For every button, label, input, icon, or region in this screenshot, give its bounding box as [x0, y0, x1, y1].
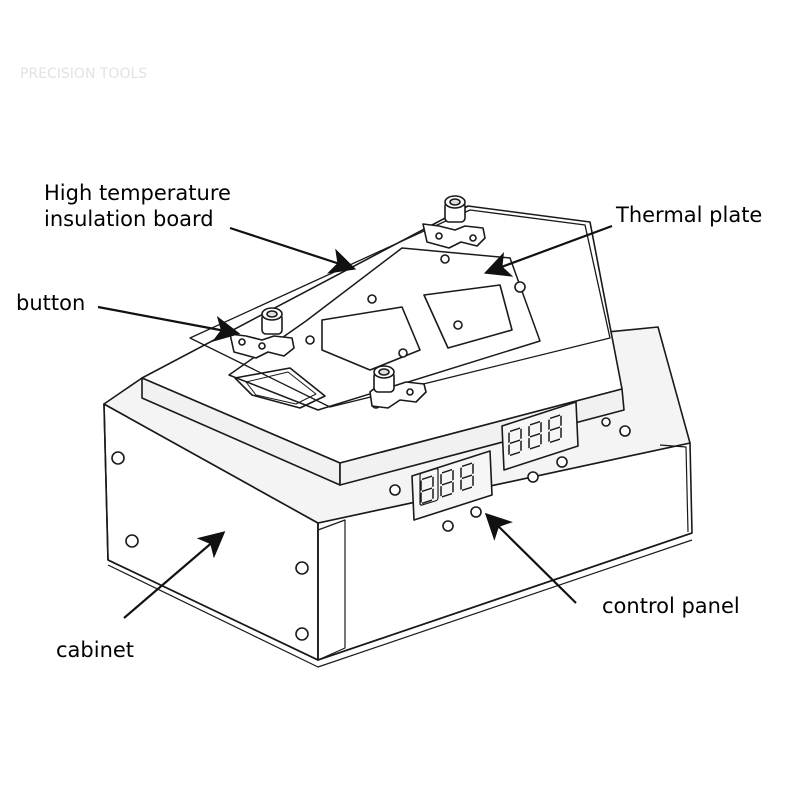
panel-button [527, 471, 539, 483]
control-panel [411, 401, 579, 532]
arrow-control-panel [484, 512, 577, 604]
label-insulation-board-line2: insulation board [44, 207, 214, 231]
clamp-button-top [422, 195, 486, 249]
arrow-cabinet [123, 531, 226, 619]
label-thermal-plate: Thermal plate [616, 203, 763, 227]
label-button: button [16, 291, 86, 315]
panel-button [556, 456, 568, 468]
panel-button [442, 520, 454, 532]
screw [111, 451, 125, 465]
label-control-panel: control panel [602, 594, 740, 618]
screw [295, 627, 309, 641]
thermal-pad [423, 284, 513, 349]
screw [619, 425, 631, 437]
screw [125, 534, 139, 548]
display-digits [420, 414, 562, 505]
thermal-pad [321, 306, 421, 371]
thermal-pad [234, 367, 326, 409]
cabinet-screws [111, 387, 631, 641]
panel-button [470, 506, 482, 518]
arrow-insulation-board [229, 226, 357, 274]
thermal-pad [245, 371, 317, 405]
arrow-button [97, 305, 241, 342]
display-right [501, 401, 579, 471]
screw [295, 561, 309, 575]
watermark: PRECISION TOOLS [20, 66, 148, 82]
arrow-thermal-plate [483, 224, 613, 277]
label-insulation-board-line1: High temperature [44, 181, 231, 205]
clamp-button-bottom [369, 365, 427, 409]
display-left [411, 450, 493, 521]
screw [601, 417, 611, 427]
screw [389, 484, 401, 496]
label-cabinet: cabinet [56, 638, 135, 662]
clamp-button-left [229, 307, 295, 359]
